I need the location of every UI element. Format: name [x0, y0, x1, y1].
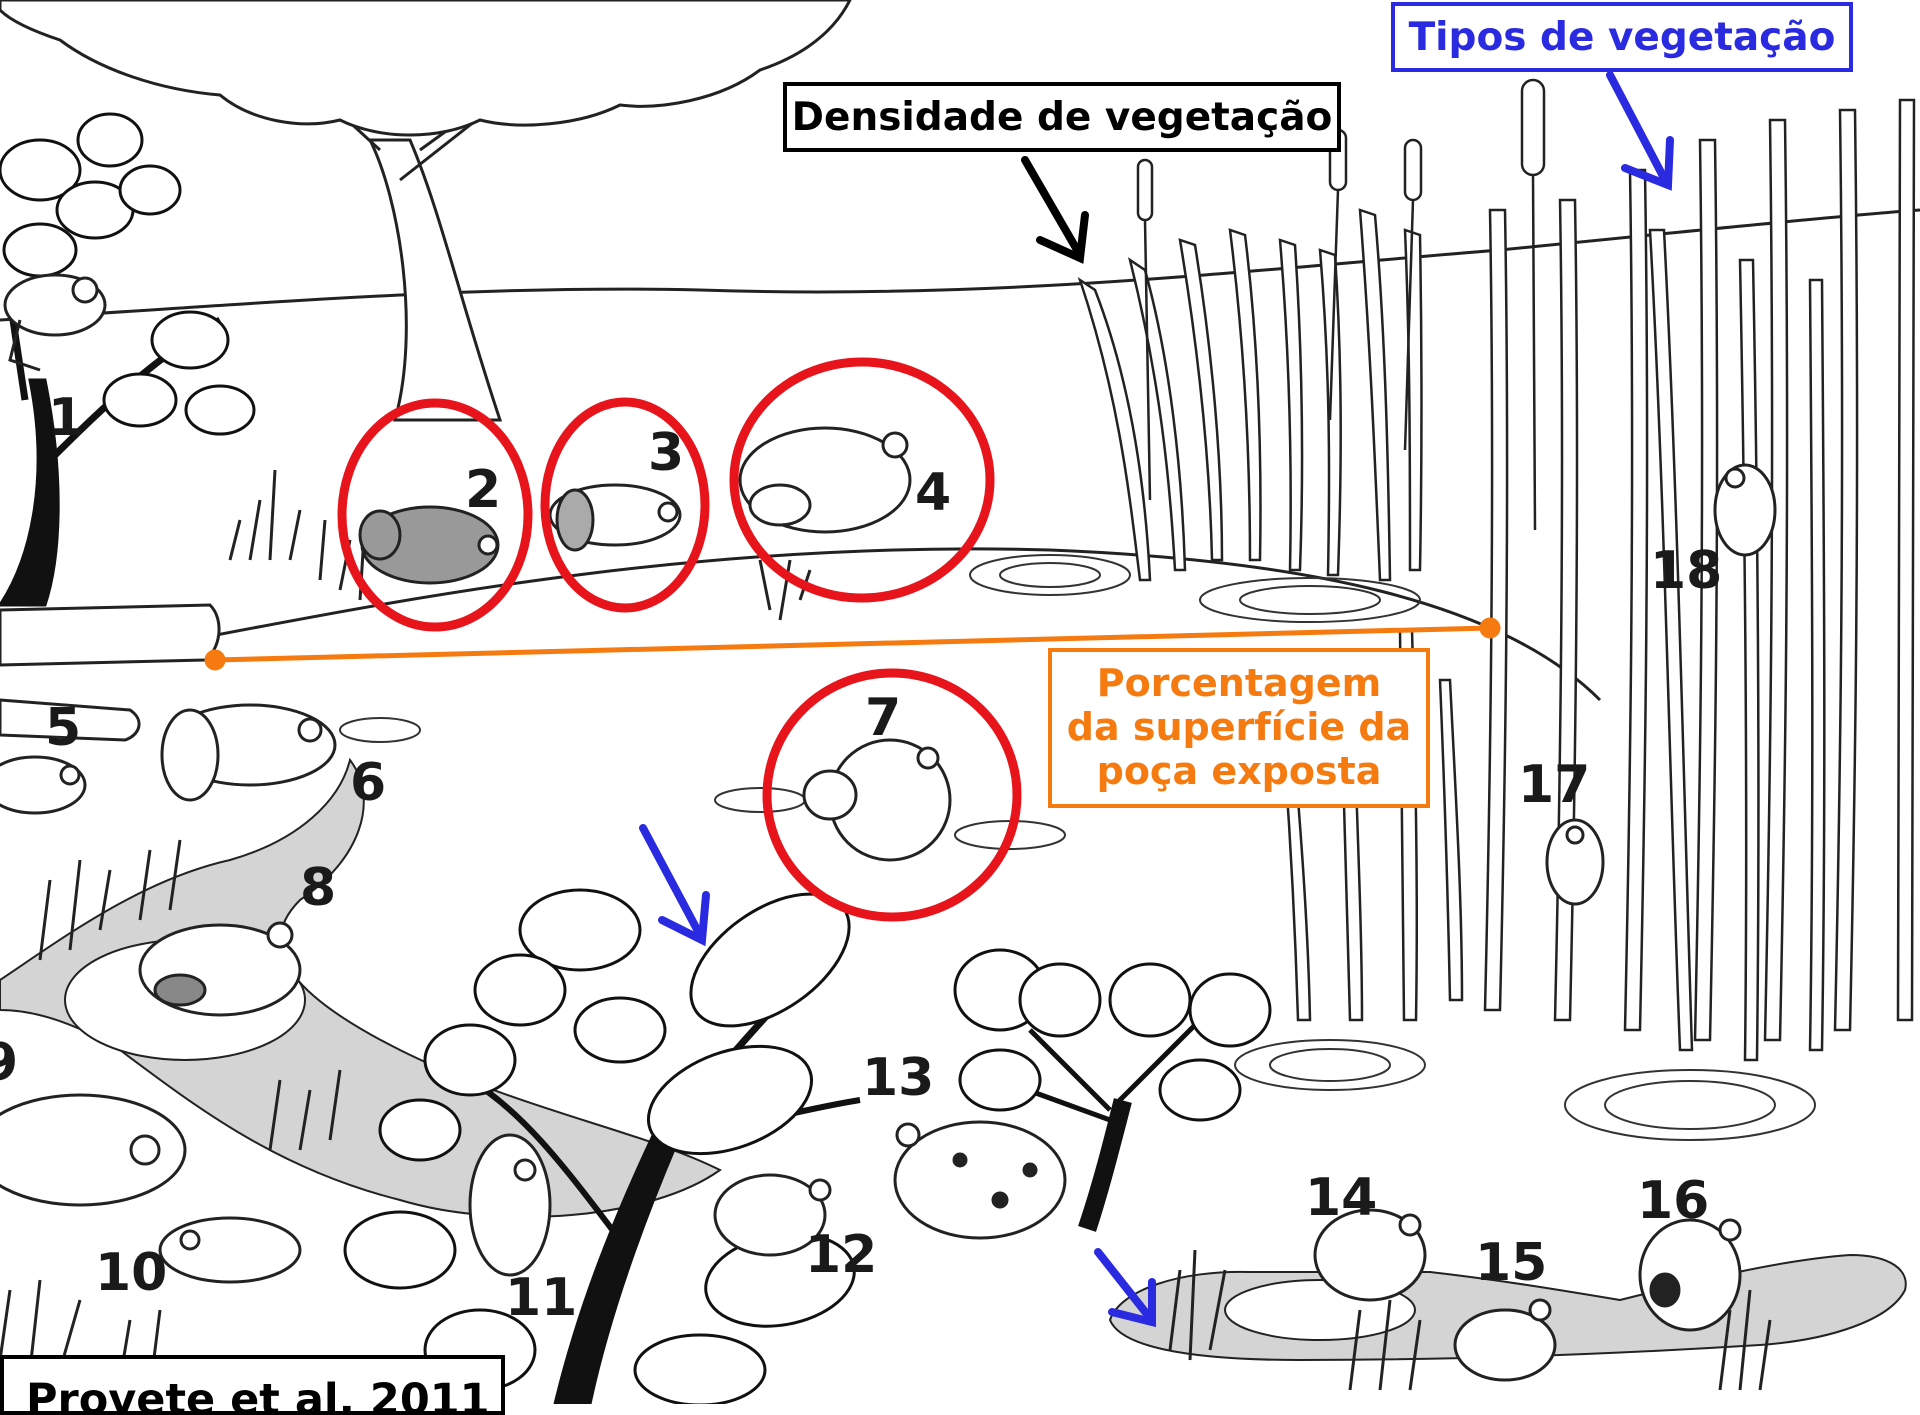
number-15: 15 — [1475, 1233, 1547, 1293]
number-16: 16 — [1637, 1171, 1709, 1231]
number-5: 5 — [45, 698, 81, 758]
number-7: 7 — [865, 688, 901, 748]
frog-8 — [140, 923, 300, 1015]
label-exposed-surface-line-3: poça exposta — [1097, 750, 1382, 794]
frog-13 — [895, 1122, 1065, 1238]
number-11: 11 — [505, 1268, 577, 1328]
label-vegetation-density: Densidade de vegetação — [783, 82, 1341, 152]
frog-5 — [0, 757, 85, 813]
number-6: 6 — [350, 753, 386, 813]
frog-18 — [1715, 465, 1775, 555]
number-4: 4 — [915, 463, 951, 523]
number-17: 17 — [1518, 755, 1590, 815]
number-13: 13 — [862, 1048, 934, 1108]
number-9: 9 — [0, 1033, 18, 1093]
frog-11 — [470, 1135, 550, 1275]
label-exposed-surface-line-2: da superfície da — [1067, 706, 1411, 750]
frog-3 — [550, 485, 680, 550]
types-arrow-top — [1610, 75, 1670, 185]
number-1: 1 — [48, 388, 84, 448]
reeds-right — [1080, 80, 1544, 580]
label-exposed-surface-line-1: Porcentagem — [1097, 662, 1381, 706]
label-vegetation-types: Tipos de vegetação — [1391, 2, 1853, 72]
number-18: 18 — [1650, 541, 1722, 601]
frog-4 — [740, 428, 910, 532]
number-12: 12 — [805, 1225, 877, 1285]
number-8: 8 — [300, 858, 336, 918]
number-3: 3 — [648, 423, 684, 483]
types-arrow-bottom — [1098, 1252, 1152, 1322]
citation-label: Provete et al. 2011 — [0, 1355, 505, 1415]
number-10: 10 — [95, 1243, 167, 1303]
frog-9 — [0, 1095, 185, 1205]
density-arrow — [1025, 160, 1085, 258]
label-exposed-surface: Porcentagem da superfície da poça expost… — [1048, 648, 1430, 808]
types-arrow-middle — [643, 828, 706, 940]
frog-7 — [804, 740, 950, 860]
left-shrub — [0, 114, 254, 605]
frog-17 — [1547, 820, 1603, 904]
frog-10 — [160, 1218, 300, 1282]
frog-6 — [162, 705, 335, 800]
number-14: 14 — [1305, 1168, 1377, 1228]
frog-16 — [1640, 1220, 1740, 1330]
number-2: 2 — [465, 460, 501, 520]
